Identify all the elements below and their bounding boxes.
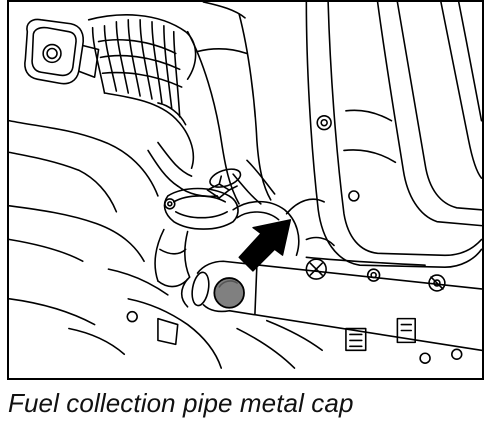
fuel-collector-junction — [232, 198, 335, 280]
lower-hose — [154, 228, 191, 288]
bracket-bolt — [24, 18, 100, 85]
arrow-down-left-icon — [238, 219, 292, 272]
left-housing — [9, 119, 159, 263]
center-hose — [186, 2, 272, 205]
figure-caption: Fuel collection pipe metal cap — [8, 388, 354, 418]
engine-line-drawing — [9, 2, 482, 369]
fuel-collection-pipe — [180, 260, 482, 352]
mid-connectors — [147, 141, 276, 210]
corrugated-hose — [87, 14, 197, 170]
lower-right-components — [305, 256, 463, 364]
hose-clamp — [163, 175, 239, 230]
metal-cap — [213, 277, 245, 309]
engine-illustration — [7, 0, 484, 380]
intake-manifold — [305, 2, 482, 268]
lower-detail-lines — [9, 268, 323, 369]
